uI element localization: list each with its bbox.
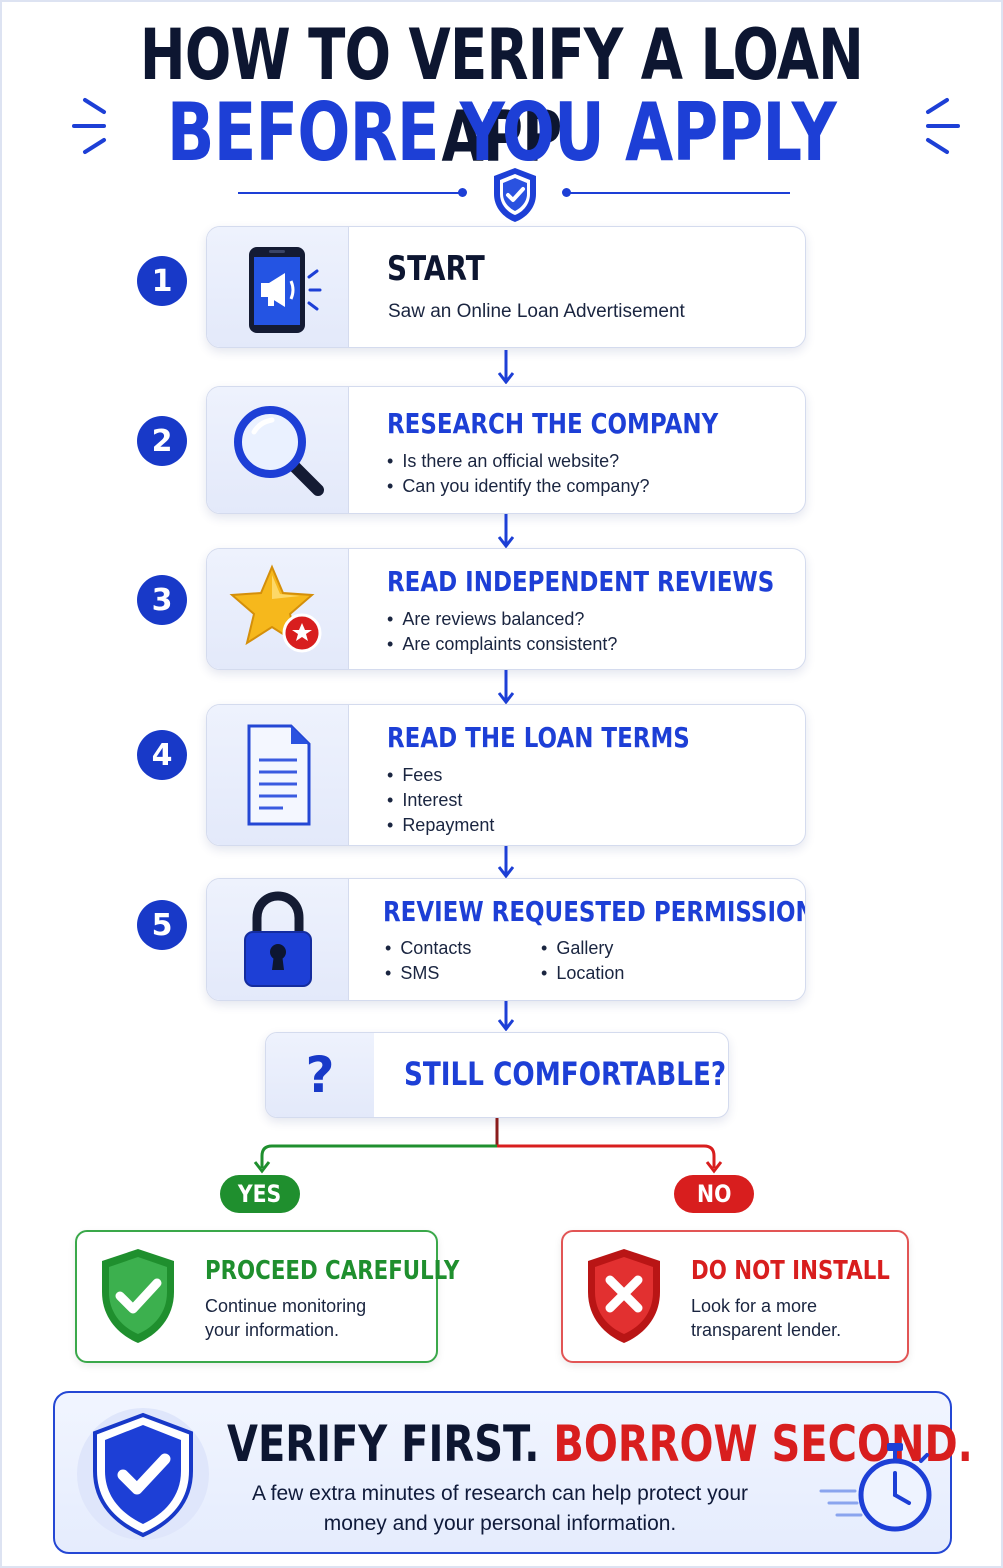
title-line-2: BEFORE YOU APPLY (166, 86, 837, 179)
branch-connector (253, 1118, 723, 1174)
shield-check-icon (494, 168, 536, 222)
step-number-4: 4 (137, 730, 187, 780)
step-card-reviews: READ INDEPENDENT REVIEWS Are reviews bal… (206, 548, 806, 670)
phone-megaphone-icon (248, 247, 321, 333)
step-bullets-research: Is there an official website? Can you id… (387, 449, 649, 499)
step-number-5: 5 (137, 900, 187, 950)
result-card-no: DO NOT INSTALL Look for a more transpare… (561, 1230, 909, 1363)
down-arrow-1 (498, 350, 514, 384)
list-item: Interest (387, 788, 494, 813)
step-title-reviews: READ INDEPENDENT REVIEWS (387, 565, 775, 598)
step-number-3: 3 (137, 575, 187, 625)
list-item: Repayment (387, 813, 494, 838)
no-badge: NO (674, 1175, 754, 1213)
footer-banner: VERIFY FIRST. BORROW SECOND. A few extra… (53, 1391, 973, 1554)
step-icon-panel (207, 705, 349, 845)
stopwatch-icon (819, 1443, 932, 1532)
result-description-yes: Continue monitoring your information. (205, 1296, 367, 1340)
down-arrow-2 (498, 514, 514, 548)
step-icon-panel (207, 879, 349, 1000)
result-card-yes: PROCEED CAREFULLY Continue monitoring yo… (75, 1230, 459, 1363)
step-icon-panel (207, 549, 349, 669)
step-card-start: START Saw an Online Loan Advertisement (206, 226, 806, 348)
question-mark-icon: ? (266, 1033, 374, 1117)
step-bullets-permissions: ContactsGallerySMSLocation (385, 936, 785, 986)
divider-right (568, 192, 790, 194)
step-bullets-terms: Fees Interest Repayment (387, 763, 494, 838)
list-item: Is there an official website? (387, 449, 649, 474)
padlock-icon (243, 890, 312, 987)
step-title-terms: READ THE LOAN TERMS (387, 721, 690, 754)
step-card-research: RESEARCH THE COMPANY Is there an officia… (206, 386, 806, 514)
list-item: SMS (385, 961, 541, 986)
title-line-1: HOW TO VERIFY A LOAN APP (139, 14, 864, 178)
step-title-research: RESEARCH THE COMPANY (387, 407, 719, 440)
decision-question: STILL COMFORTABLE? (404, 1055, 727, 1093)
step-title-permissions: REVIEW REQUESTED PERMISSIONS (383, 895, 806, 928)
decision-card: ? STILL COMFORTABLE? (265, 1032, 729, 1118)
list-item: Contacts (385, 936, 541, 961)
result-title-no: DO NOT INSTALL (691, 1256, 890, 1286)
step-bullets-reviews: Are reviews balanced? Are complaints con… (387, 607, 617, 657)
star-icon (229, 564, 321, 653)
step-icon-panel (207, 387, 349, 513)
down-arrow-5 (498, 1001, 514, 1031)
divider-left (238, 192, 462, 194)
step-number-1: 1 (137, 256, 187, 306)
divider-dot-left (458, 188, 467, 197)
down-arrow-4 (498, 846, 514, 878)
footer-description: A few extra minutes of research can help… (251, 1482, 749, 1535)
footer-title-part-1: VERIFY FIRST. (227, 1415, 540, 1473)
right-rays-icon (926, 98, 960, 154)
yes-badge: YES (220, 1175, 300, 1213)
divider-dot-right (562, 188, 571, 197)
yes-label: YES (238, 1180, 282, 1208)
list-item: Are reviews balanced? (387, 607, 617, 632)
magnifier-icon (233, 406, 324, 496)
step-description-start: Saw an Online Loan Advertisement (388, 301, 685, 322)
result-description-no: Look for a more transparent lender. (691, 1296, 842, 1340)
list-item: Location (541, 961, 697, 986)
step-number-2: 2 (137, 416, 187, 466)
list-item: Gallery (541, 936, 697, 961)
shield-x-icon (588, 1249, 660, 1343)
down-arrow-3 (498, 670, 514, 704)
left-rays-icon (72, 98, 106, 154)
result-title-yes: PROCEED CAREFULLY (205, 1256, 460, 1286)
step-card-terms: READ THE LOAN TERMS Fees Interest Repaym… (206, 704, 806, 846)
list-item: Fees (387, 763, 494, 788)
list-item: Can you identify the company? (387, 474, 649, 499)
step-icon-panel (207, 227, 349, 347)
step-title-start: START (387, 249, 485, 289)
shield-check-icon (102, 1249, 174, 1343)
no-label: NO (696, 1180, 732, 1208)
document-icon (247, 724, 310, 826)
list-item: Are complaints consistent? (387, 632, 617, 657)
footer-title: VERIFY FIRST. BORROW SECOND. (227, 1415, 973, 1473)
step-card-permissions: REVIEW REQUESTED PERMISSIONS ContactsGal… (206, 878, 806, 1001)
shield-check-icon (77, 1408, 209, 1540)
